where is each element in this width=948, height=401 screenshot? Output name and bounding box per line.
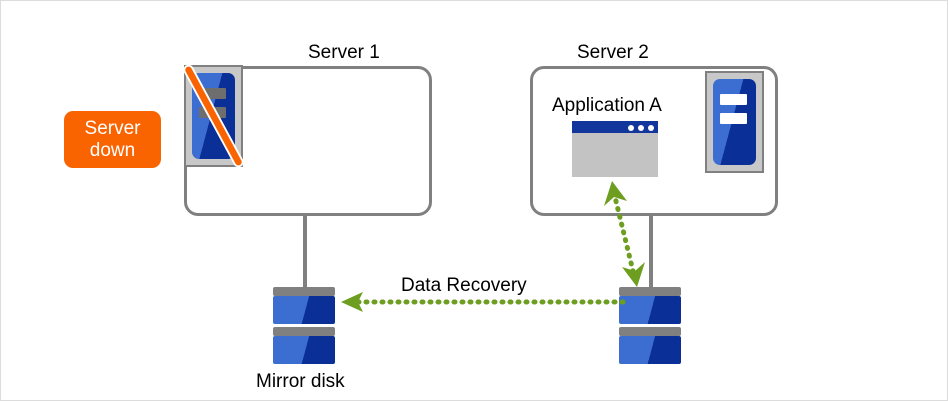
server-rack-bar (719, 112, 747, 124)
window-dot-icon (638, 124, 644, 131)
disk-unit (273, 296, 335, 324)
data-recovery-arrow (341, 292, 626, 312)
disk-cap (619, 327, 681, 336)
server-rack-icon (705, 71, 764, 173)
mirror-disk-label: Mirror disk (256, 371, 345, 392)
disk-unit (619, 336, 681, 364)
window-titlebar (572, 121, 658, 133)
server-1-disk-connector (303, 216, 307, 289)
server-down-badge: Server down (64, 111, 161, 168)
server-1-title: Server 1 (308, 42, 380, 63)
application-a-label: Application A (552, 95, 662, 116)
window-dot-icon (648, 124, 654, 131)
disabled-slash-icon (183, 64, 244, 168)
server-rack-bar (198, 87, 226, 99)
disk-unit (273, 336, 335, 364)
disk-cap (619, 287, 681, 296)
server-rack-disabled-icon (183, 64, 244, 168)
server-down-label-line1: Server (84, 117, 141, 139)
server-down-label-line2: down (89, 139, 136, 161)
disk-unit (619, 296, 681, 324)
application-disk-io-arrow (604, 181, 645, 287)
server-rack-bar (719, 93, 747, 105)
window-dot-icon (628, 124, 634, 131)
disk-cap (273, 327, 335, 336)
mirror-disk-left (273, 287, 335, 365)
server-rack-body (713, 79, 756, 165)
application-window-icon (572, 121, 658, 177)
disk-cap (273, 287, 335, 296)
server-2-disk-connector (649, 216, 653, 289)
server-2-title: Server 2 (577, 42, 649, 63)
mirror-disk-right (619, 287, 681, 365)
data-recovery-label: Data Recovery (401, 275, 527, 296)
